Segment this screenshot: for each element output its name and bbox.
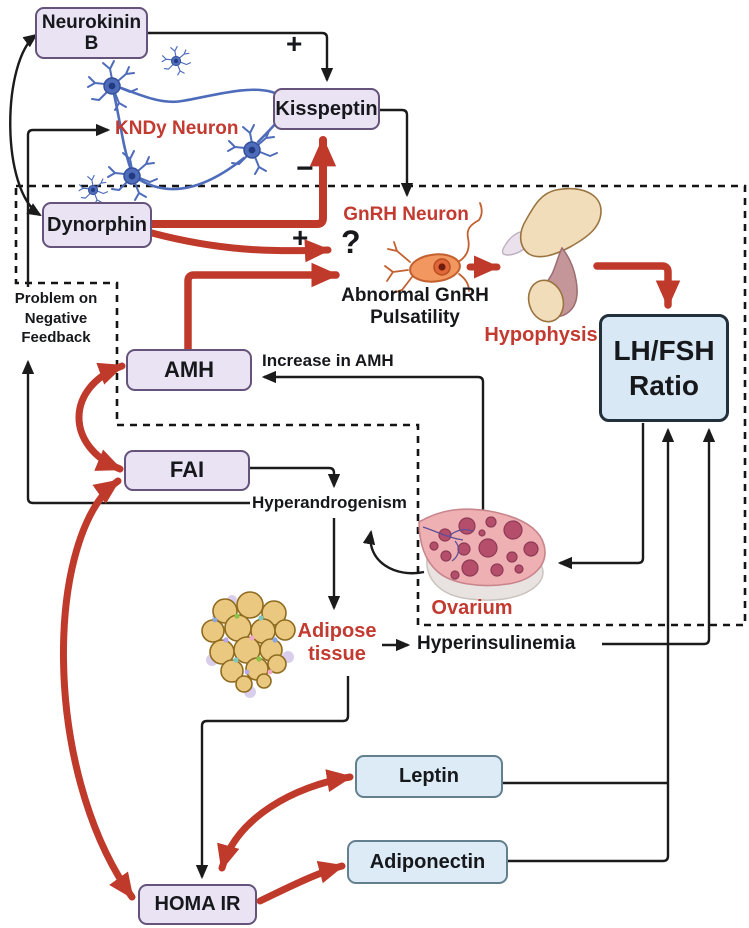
question-mark-gnrh: ? <box>341 224 361 260</box>
black-arrows <box>9 31 716 880</box>
node-adiponectin: Adiponectin <box>347 840 508 884</box>
label-abnormal-gnrh-pulsatility: Abnormal GnRH Pulsatility <box>341 285 489 329</box>
minus-sign-dynorphin-kisspeptin: − <box>296 152 314 185</box>
dashed-boundary <box>14 184 747 627</box>
node-kisspeptin: Kisspeptin <box>273 88 380 130</box>
label-hyperandrogenism: Hyperandrogenism <box>252 493 407 512</box>
ovarium-illustration <box>418 508 546 601</box>
label-hyperinsulinemia: Hyperinsulinemia <box>417 633 576 654</box>
node-lhfsh-ratio: LH/FSH Ratio <box>599 314 729 422</box>
adipose-tissue-illustration <box>201 591 296 698</box>
node-amh: AMH <box>126 349 252 391</box>
label-increase-in-amh: Increase in AMH <box>262 351 394 370</box>
label-gnrh-neuron: GnRH Neuron <box>343 204 469 225</box>
label-kndy-neuron: KNDy Neuron <box>115 118 239 139</box>
red-arrows <box>60 136 681 905</box>
label-hypophysis: Hypophysis <box>484 324 598 346</box>
label-adipose-tissue: Adipose tissue <box>297 620 377 666</box>
label-ovarium: Ovarium <box>431 597 513 619</box>
plus-sign-nkb-kisspeptin: + <box>286 28 303 59</box>
node-fai: FAI <box>124 450 250 491</box>
hypophysis-illustration <box>501 187 602 323</box>
label-problem-negative-feedback: Problem on Negative Feedback <box>14 290 98 346</box>
node-neurokinin-b: Neurokinin B <box>35 7 148 59</box>
gnrh-neuron-illustration <box>384 202 483 294</box>
node-leptin: Leptin <box>355 755 503 798</box>
plus-sign-dynorphin-gnrh: + <box>292 222 309 253</box>
node-homa-ir: HOMA IR <box>138 884 257 925</box>
node-dynorphin: Dynorphin <box>42 202 152 248</box>
